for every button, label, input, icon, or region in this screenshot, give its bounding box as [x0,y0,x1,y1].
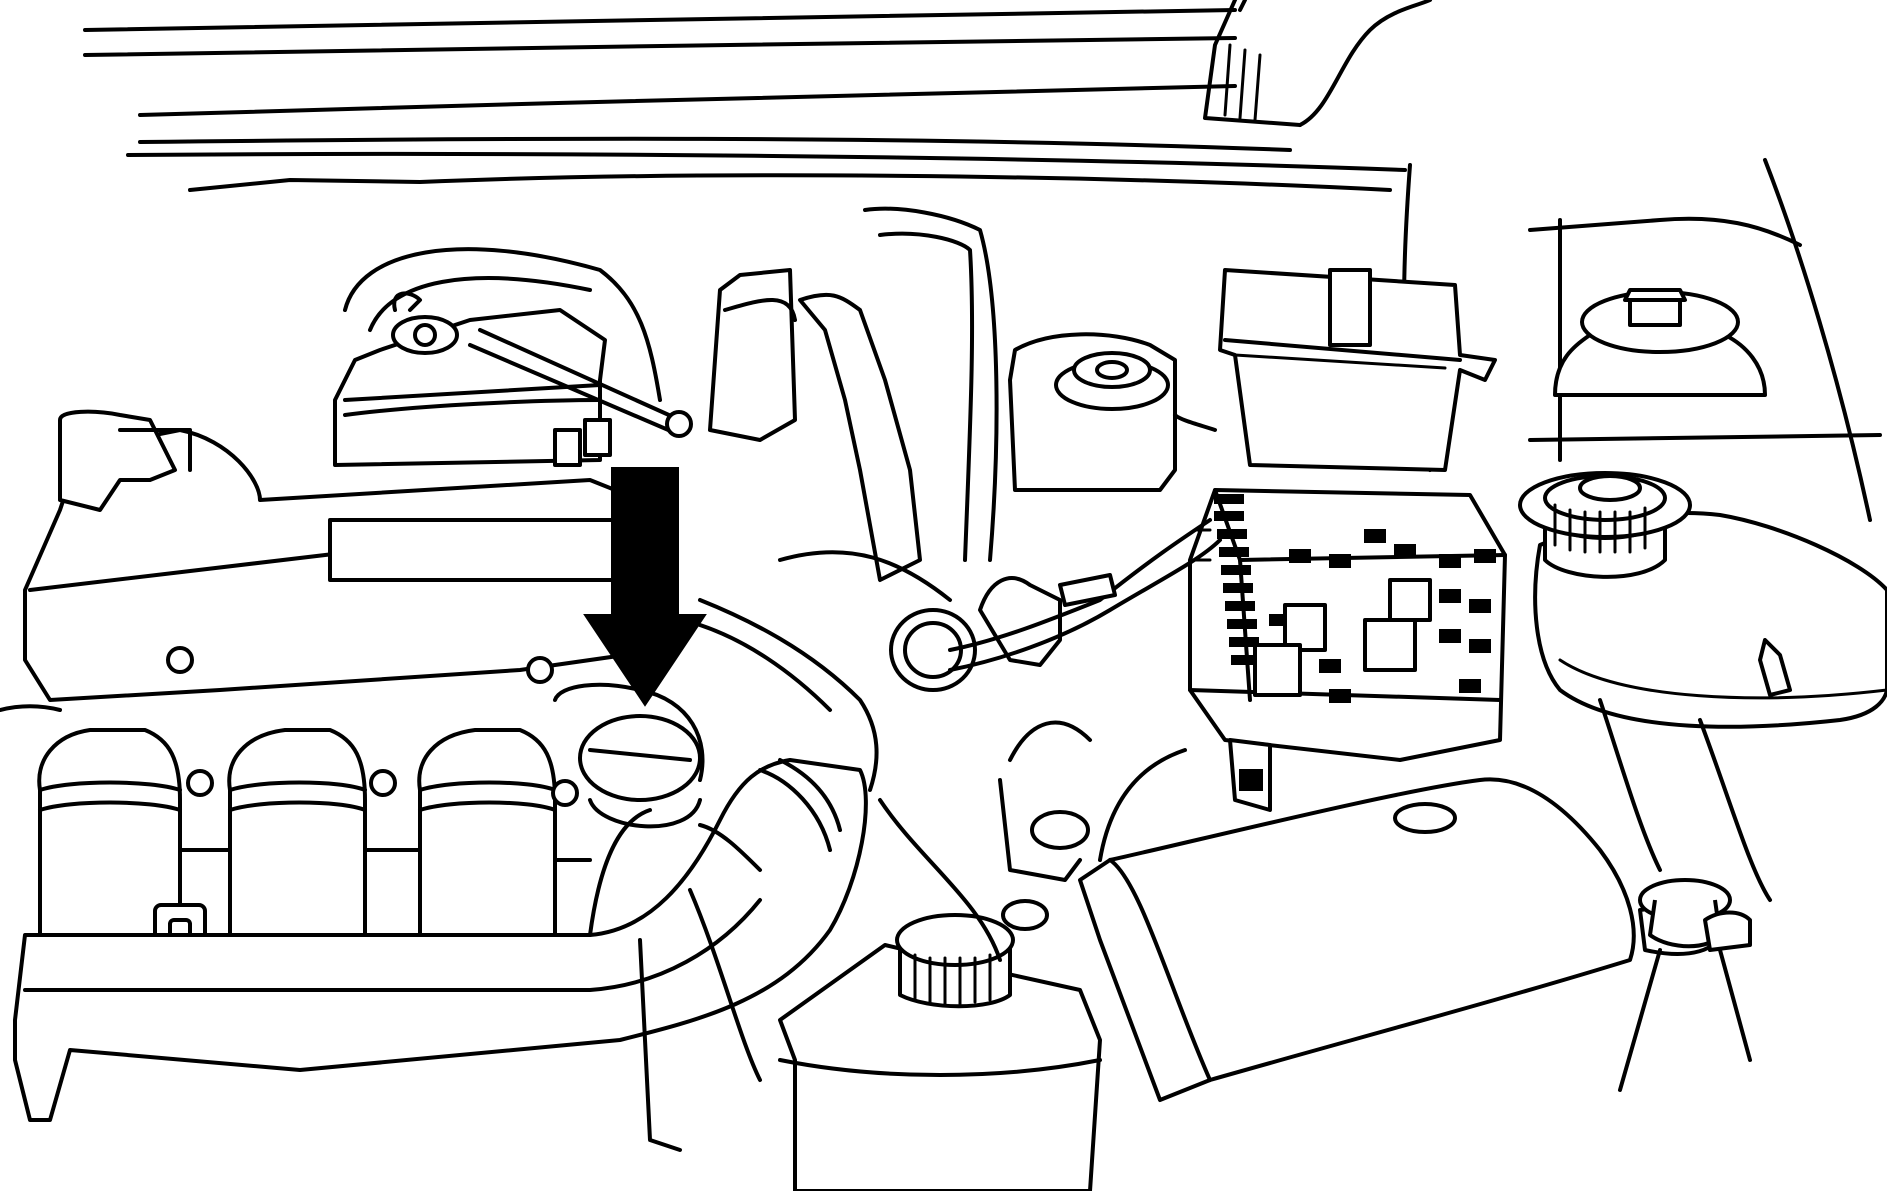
brake-reservoir [778,899,1102,1191]
cam-cover [333,291,693,467]
coolant-reservoir [1518,471,1887,729]
fuse-box [1188,488,1507,812]
down-arrow-icon [583,467,707,707]
fuse-box-lid [1218,268,1497,472]
mini-fuses [1269,529,1496,703]
throttle-hoses [889,332,1222,692]
intake-manifold [23,409,662,702]
hood-edge-lines [83,0,1407,192]
intake-runners [37,728,592,997]
battery-cover [1078,777,1636,1102]
upper-hoses [343,206,999,582]
oil-filler-cap [553,682,705,829]
intake-tube [13,758,868,1122]
fuse-row [1214,494,1261,665]
strut-mount [1553,288,1767,397]
relay-blocks [1253,578,1432,697]
cowl-vent [1203,0,1432,127]
lower-bracket [778,550,1187,882]
washer-reservoir [1598,698,1772,1092]
air-duct [0,598,1002,1152]
